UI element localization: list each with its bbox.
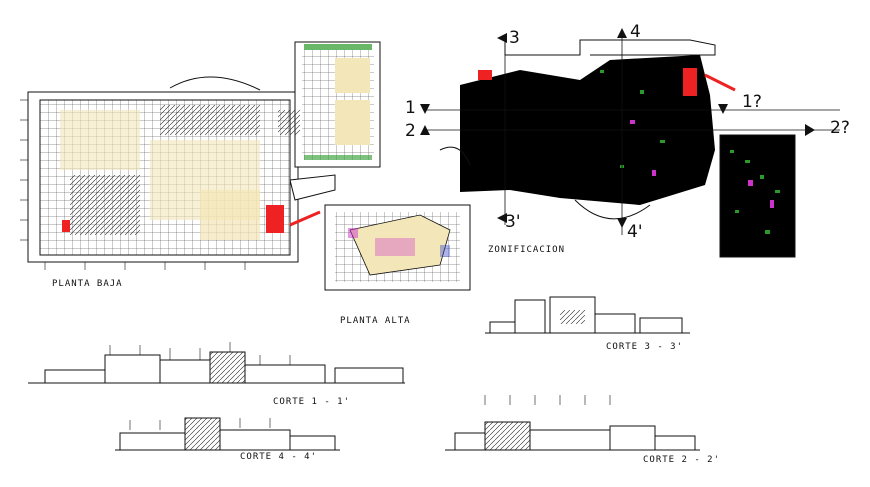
section-mark-2-right: 2? [830,118,850,138]
planta-baja-plan [20,41,381,270]
zonificacion-label: ZONIFICACION [488,245,566,255]
corte-4-elevation [115,417,340,451]
section-mark-4: 4 [630,22,641,42]
section-mark-3: 3 [509,28,520,48]
planta-baja-label: PLANTA BAJA [52,279,123,289]
corte-1-elevation [28,342,405,384]
section-mark-1: 1 [405,98,416,118]
planta-alta-plan [324,204,471,291]
corte-4-label: CORTE 4 - 4' [240,452,318,462]
section-mark-3-bottom: 3' [505,212,521,232]
section-mark-2: 2 [405,121,416,141]
corte-3-label: CORTE 3 - 3' [606,342,684,352]
zonificacion-plan [420,28,840,258]
corte-1-label: CORTE 1 - 1' [273,397,351,407]
corte-3-elevation [485,296,690,334]
corte-2-label: CORTE 2 - 2' [643,455,721,465]
section-mark-1-right: 1? [742,92,762,112]
planta-alta-label: PLANTA ALTA [340,316,411,326]
corte-2-elevation [445,395,700,451]
section-mark-4-bottom: 4' [627,222,643,242]
